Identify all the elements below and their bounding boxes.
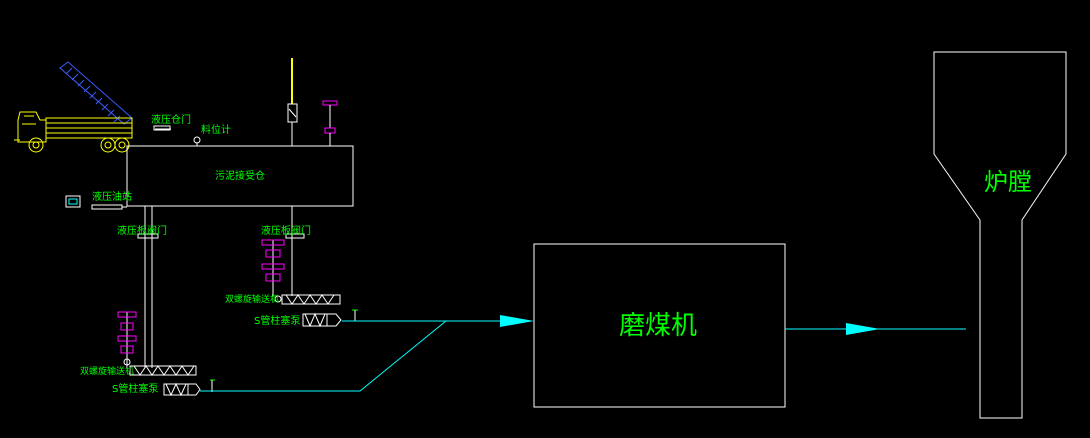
right-pump-label: S管柱塞泵 bbox=[254, 314, 300, 327]
flow-arrow-to-mill bbox=[500, 315, 534, 327]
left-plunger-pump bbox=[163, 382, 201, 397]
furnace-label: 炉膛 bbox=[984, 168, 1032, 196]
coal-mill bbox=[533, 243, 786, 408]
feed-port-label: 料位计 bbox=[201, 123, 231, 136]
flow-arrow-to-furnace bbox=[846, 323, 880, 335]
dump-truck-icon bbox=[14, 61, 133, 153]
furnace bbox=[933, 51, 1067, 419]
left-discharge-pipe bbox=[137, 206, 159, 368]
right-screw-label: 双螺旋输送机 bbox=[225, 293, 279, 305]
left-screw-label: 双螺旋输送机 bbox=[80, 365, 134, 377]
left-gauge-icon bbox=[210, 379, 215, 392]
level-sensor-icon bbox=[322, 100, 338, 146]
feed-port-icon bbox=[193, 136, 201, 144]
right-plunger-pump bbox=[302, 312, 342, 328]
right-discharge-pipe bbox=[285, 206, 305, 296]
sludge-pipeline bbox=[200, 320, 505, 392]
mill-label: 磨煤机 bbox=[619, 311, 697, 341]
left-screw-conveyor bbox=[129, 365, 197, 376]
right-valve-label: 液压板阀门 bbox=[261, 224, 311, 237]
truck-gate-label: 液压仓门 bbox=[151, 113, 191, 126]
left-valve-label: 液压板阀门 bbox=[117, 224, 167, 237]
hydraulic-station-icon bbox=[65, 195, 127, 210]
left-drive-icon bbox=[117, 311, 137, 368]
right-drive-icon bbox=[261, 239, 285, 303]
right-gauge-icon bbox=[352, 309, 358, 321]
right-screw-conveyor bbox=[281, 294, 341, 305]
left-pump-label: S管柱塞泵 bbox=[112, 382, 158, 395]
sludge-silo bbox=[126, 145, 354, 207]
hydraulic-station-label: 液压油站 bbox=[92, 190, 132, 203]
truck-bed bbox=[59, 61, 133, 125]
mixer-icon bbox=[287, 58, 298, 146]
truck-gate-actuator bbox=[153, 125, 171, 131]
silo-label: 污泥接受仓 bbox=[215, 169, 265, 182]
